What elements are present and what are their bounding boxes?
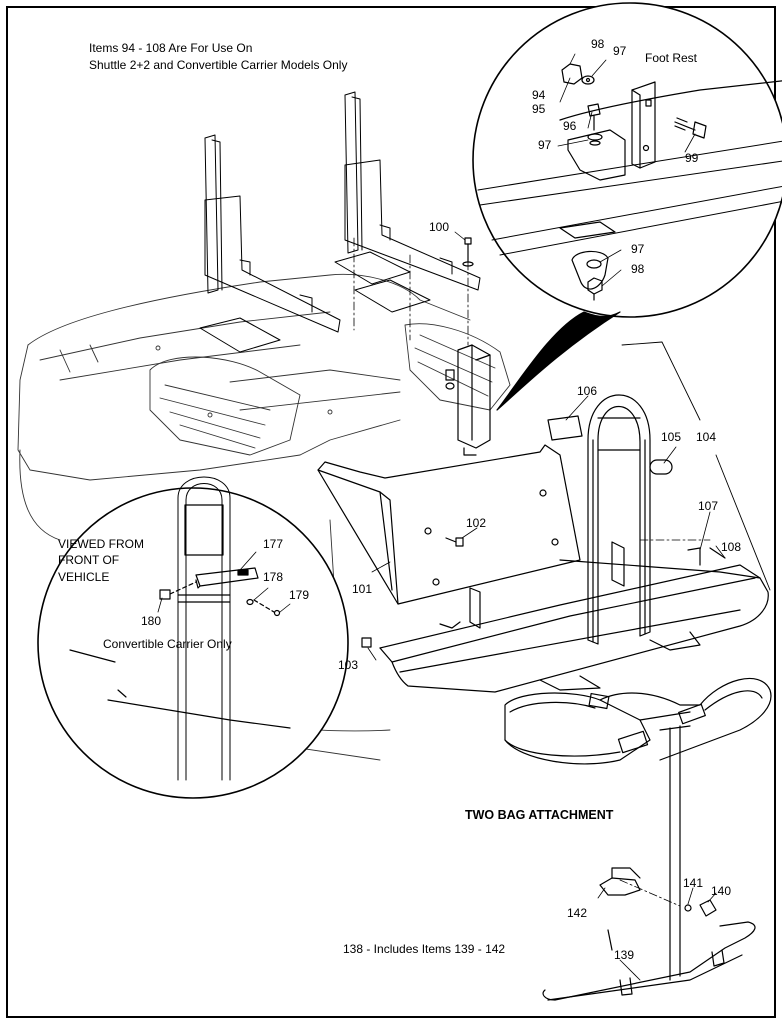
convertible-carrier-caption: Convertible Carrier Only (103, 637, 232, 651)
callout-108: 108 (721, 540, 742, 554)
diagram-border (6, 6, 776, 1018)
callout-142: 142 (567, 906, 588, 920)
callout-98-top: 98 (591, 37, 605, 51)
nut-103 (361, 637, 372, 648)
callout-94: 94 (532, 88, 546, 102)
header-note-line1: Items 94 - 108 Are For Use On (89, 41, 253, 55)
includes-note: 138 - Includes Items 139 - 142 (343, 942, 506, 956)
callout-95: 95 (532, 102, 546, 116)
callout-177: 177 (263, 537, 284, 551)
foot-rest-label: Foot Rest (645, 51, 698, 65)
tray-104 (379, 541, 769, 693)
callout-103: 103 (338, 658, 359, 672)
detail-circle-top (472, 2, 782, 411)
callout-141: 141 (683, 876, 704, 890)
callout-180: 180 (141, 614, 162, 628)
screw-102 (445, 537, 464, 547)
detail-circle-left (37, 476, 349, 799)
viewed-from-label: VIEWED FROM (58, 537, 144, 551)
two-bag-attachment (504, 677, 772, 1001)
callout-105: 105 (661, 430, 682, 444)
front-of-label: FRONT OF (58, 553, 120, 567)
callout-139: 139 (614, 948, 635, 962)
callout-106: 106 (577, 384, 598, 398)
callout-104: 104 (696, 430, 717, 444)
cap-105 (649, 459, 673, 475)
callout-100: 100 (429, 220, 450, 234)
callout-97-top: 97 (613, 44, 627, 58)
callout-140: 140 (711, 884, 732, 898)
bolt-100 (462, 237, 474, 267)
callout-101: 101 (352, 582, 373, 596)
callout-leader-104 (621, 341, 771, 591)
callout-97-bottom: 97 (631, 242, 645, 256)
pad-106 (547, 415, 583, 441)
vehicle-label: VEHICLE (58, 570, 110, 584)
callout-96: 96 (563, 119, 577, 133)
bag-hoop (587, 394, 651, 645)
callout-179: 179 (289, 588, 310, 602)
bracket-assembly (445, 344, 491, 456)
header-note-line2: Shuttle 2+2 and Convertible Carrier Mode… (89, 58, 348, 72)
two-bag-attachment-title: TWO BAG ATTACHMENT (465, 808, 614, 822)
callout-leaders (157, 53, 726, 981)
callout-97-mid: 97 (538, 138, 552, 152)
panel-101 (317, 444, 581, 605)
callout-107: 107 (698, 499, 719, 513)
callout-102: 102 (466, 516, 487, 530)
callout-99: 99 (685, 151, 699, 165)
callout-178: 178 (263, 570, 284, 584)
callout-98-bottom: 98 (631, 262, 645, 276)
